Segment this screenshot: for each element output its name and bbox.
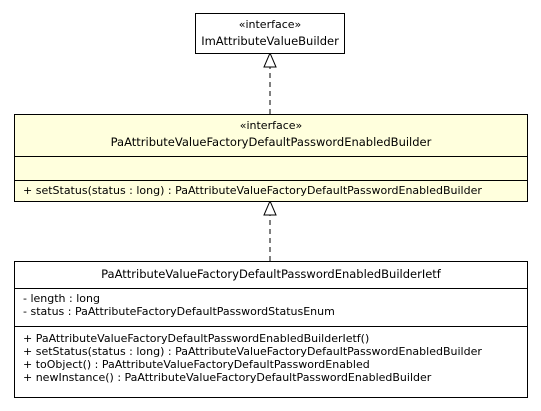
realization-arrowhead-icon <box>263 51 277 68</box>
class-header: «interface» PaAttributeValueFactoryDefau… <box>15 115 527 156</box>
stereotype-label: «interface» <box>239 119 303 132</box>
class-box-bottom[interactable]: PaAttributeValueFactoryDefaultPasswordEn… <box>14 261 528 398</box>
class-box-middle[interactable]: «interface» PaAttributeValueFactoryDefau… <box>14 114 528 202</box>
class-box-top[interactable]: «interface» ImAttributeValueBuilder <box>195 13 345 54</box>
attributes-compartment: - length : long - status : PaAttributeFa… <box>15 288 527 326</box>
operations-compartment: + PaAttributeValueFactoryDefaultPassword… <box>15 326 527 397</box>
realization-bottom-to-middle <box>263 199 277 261</box>
stereotype-label: «interface» <box>238 18 302 31</box>
attribute-item: - length : long <box>23 292 100 305</box>
realization-arrowhead-icon <box>263 199 277 216</box>
class-name: PaAttributeValueFactoryDefaultPasswordEn… <box>110 135 432 149</box>
attribute-item: - status : PaAttributeFactoryDefaultPass… <box>23 305 335 318</box>
class-name: ImAttributeValueBuilder <box>201 34 339 48</box>
operation-item: + setStatus(status : long) : PaAttribute… <box>23 345 482 358</box>
operation-item: + newInstance() : PaAttributeValueFactor… <box>23 371 432 384</box>
class-header: PaAttributeValueFactoryDefaultPasswordEn… <box>15 262 527 288</box>
operations-compartment: + setStatus(status : long) : PaAttribute… <box>15 180 527 201</box>
attributes-compartment <box>15 156 527 180</box>
operation-item: + toObject() : PaAttributeValueFactoryDe… <box>23 358 370 371</box>
operation-item: + PaAttributeValueFactoryDefaultPassword… <box>23 332 370 345</box>
realization-middle-to-top <box>263 51 277 114</box>
class-name: PaAttributeValueFactoryDefaultPasswordEn… <box>101 267 441 281</box>
operation-item: + setStatus(status : long) : PaAttribute… <box>23 184 482 197</box>
